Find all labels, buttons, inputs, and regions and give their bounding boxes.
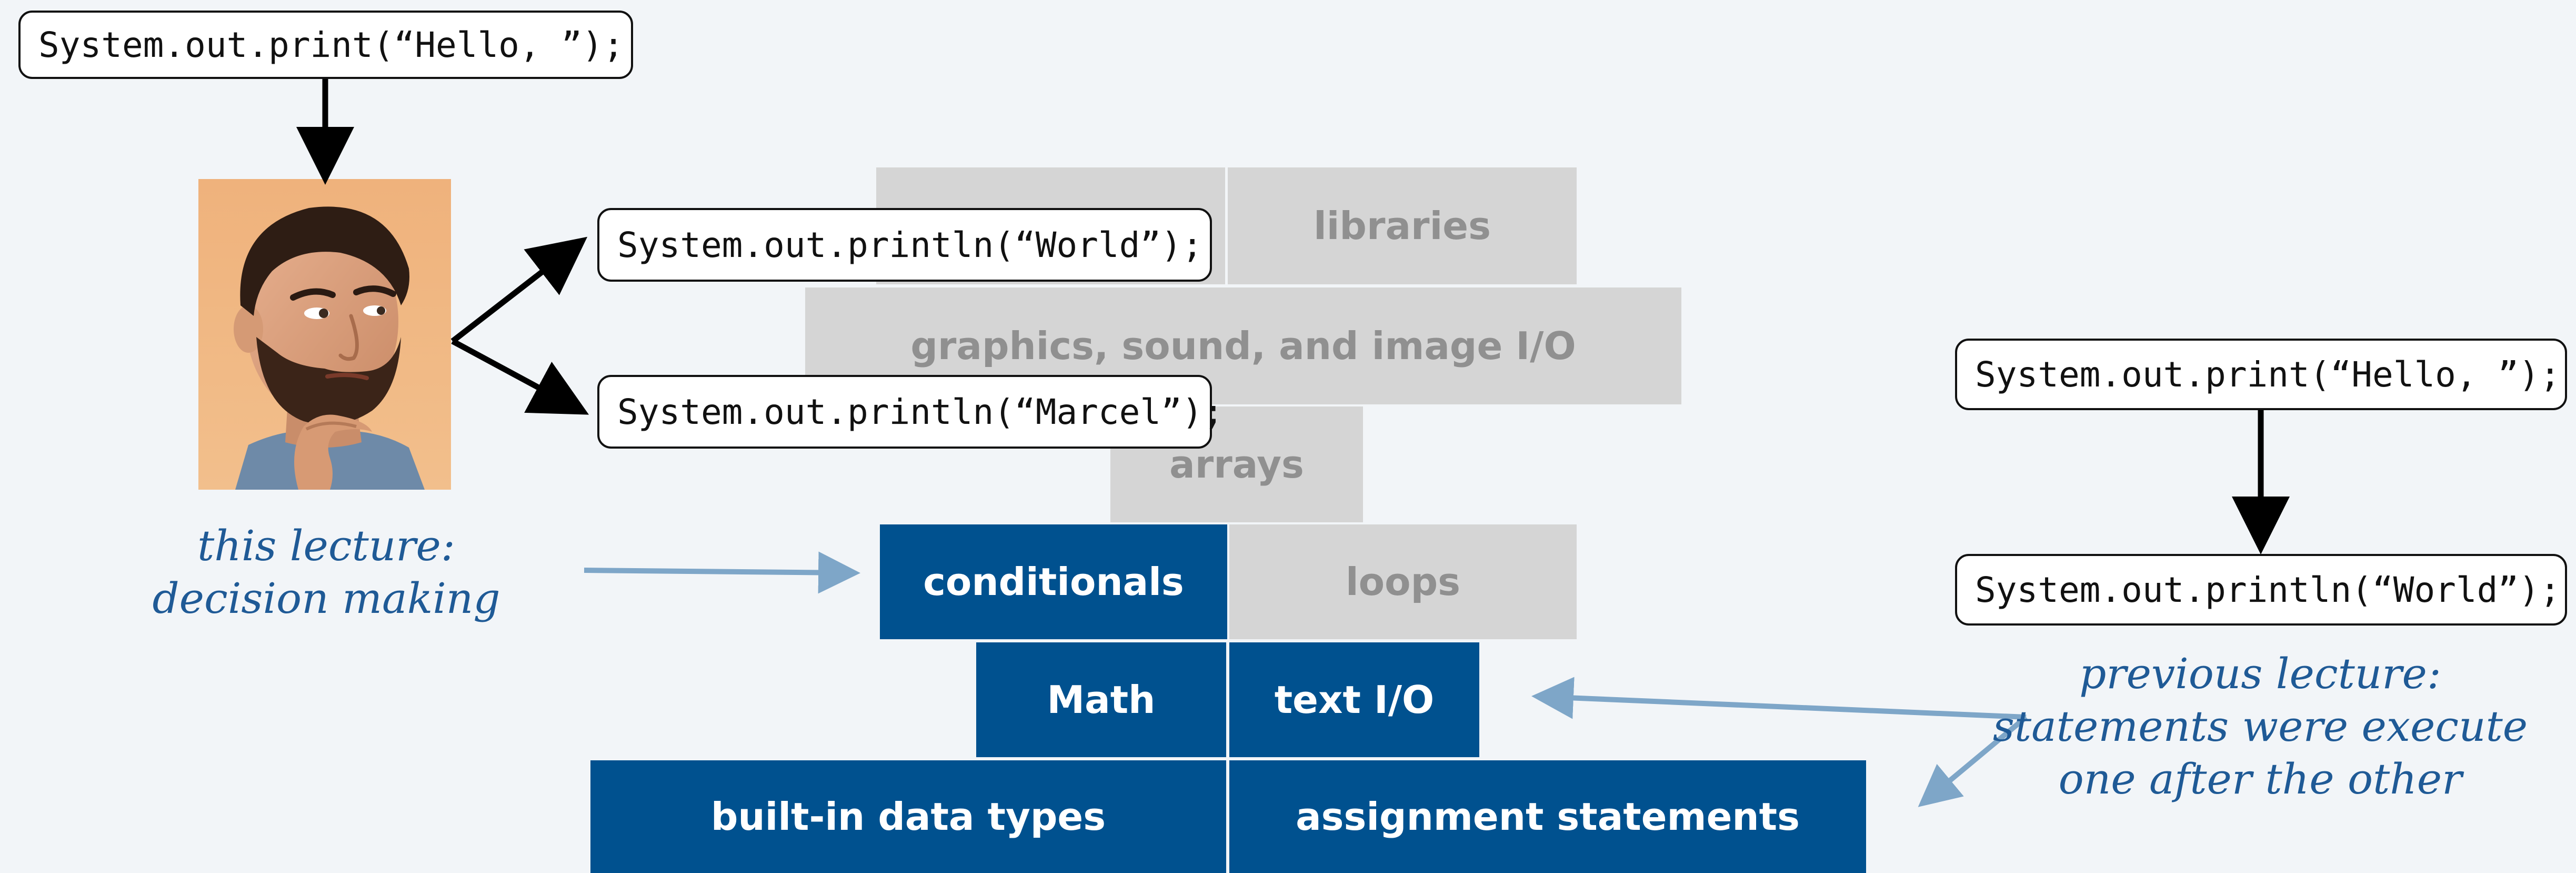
block-builtin-label: built-in data types: [710, 795, 1106, 839]
caption-this-lecture-line1: this lecture:: [197, 521, 455, 570]
code-right-print-text: System.out.print(“Hello, ”);: [1975, 354, 2561, 395]
caption-previous-line3: one after the other: [2058, 755, 2462, 803]
code-right-print: System.out.print(“Hello, ”);: [1955, 339, 2567, 410]
block-loops: loops: [1229, 524, 1577, 639]
caption-previous-lecture: previous lecture: statements were execut…: [1947, 648, 2573, 806]
thinking-person-portrait: [198, 179, 451, 490]
caption-this-lecture-line2: decision making: [152, 574, 500, 623]
block-graphics-label: graphics, sound, and image I/O: [910, 324, 1576, 368]
block-arrays: arrays: [1110, 406, 1363, 522]
block-loops-label: loops: [1345, 560, 1460, 604]
code-top-print: System.out.print(“Hello, ”);: [18, 11, 633, 79]
block-math-label: Math: [1047, 678, 1156, 722]
code-right-println-text: System.out.println(“World”);: [1975, 569, 2561, 610]
code-println-marcel-text: System.out.println(“Marcel”);: [617, 391, 1224, 432]
block-conditionals: conditionals: [880, 524, 1227, 639]
code-println-marcel: System.out.println(“Marcel”);: [597, 375, 1224, 449]
arrow-previous-to-assignment: [1918, 715, 2028, 807]
block-conditionals-label: conditionals: [923, 560, 1184, 604]
block-assignment-label: assignment statements: [1296, 795, 1800, 839]
block-text-io: text I/O: [1229, 642, 1479, 757]
block-assignment-statements: assignment statements: [1229, 760, 1866, 873]
block-libraries-label: libraries: [1314, 204, 1491, 248]
arrow-lecture-to-conditionals: [584, 551, 860, 594]
block-math: Math: [976, 642, 1226, 757]
caption-previous-line1: previous lecture:: [2079, 649, 2441, 698]
arrow-fork-to-marcel: [451, 339, 589, 415]
code-println-world-text: System.out.println(“World”);: [617, 224, 1203, 265]
arrow-fork-to-world: [450, 236, 588, 344]
arrow-previous-to-text-io: [1531, 677, 2027, 720]
code-top-print-text: System.out.print(“Hello, ”);: [38, 24, 624, 65]
code-println-world: System.out.println(“World”);: [597, 208, 1212, 282]
block-libraries: libraries: [1228, 167, 1577, 284]
block-arrays-label: arrays: [1169, 442, 1304, 487]
caption-this-lecture: this lecture: decision making: [137, 520, 516, 625]
code-right-println: System.out.println(“World”);: [1955, 554, 2567, 626]
caption-previous-line2: statements were execute: [1992, 702, 2528, 751]
block-text-io-label: text I/O: [1274, 678, 1435, 722]
block-builtin-data-types: built-in data types: [590, 760, 1226, 873]
